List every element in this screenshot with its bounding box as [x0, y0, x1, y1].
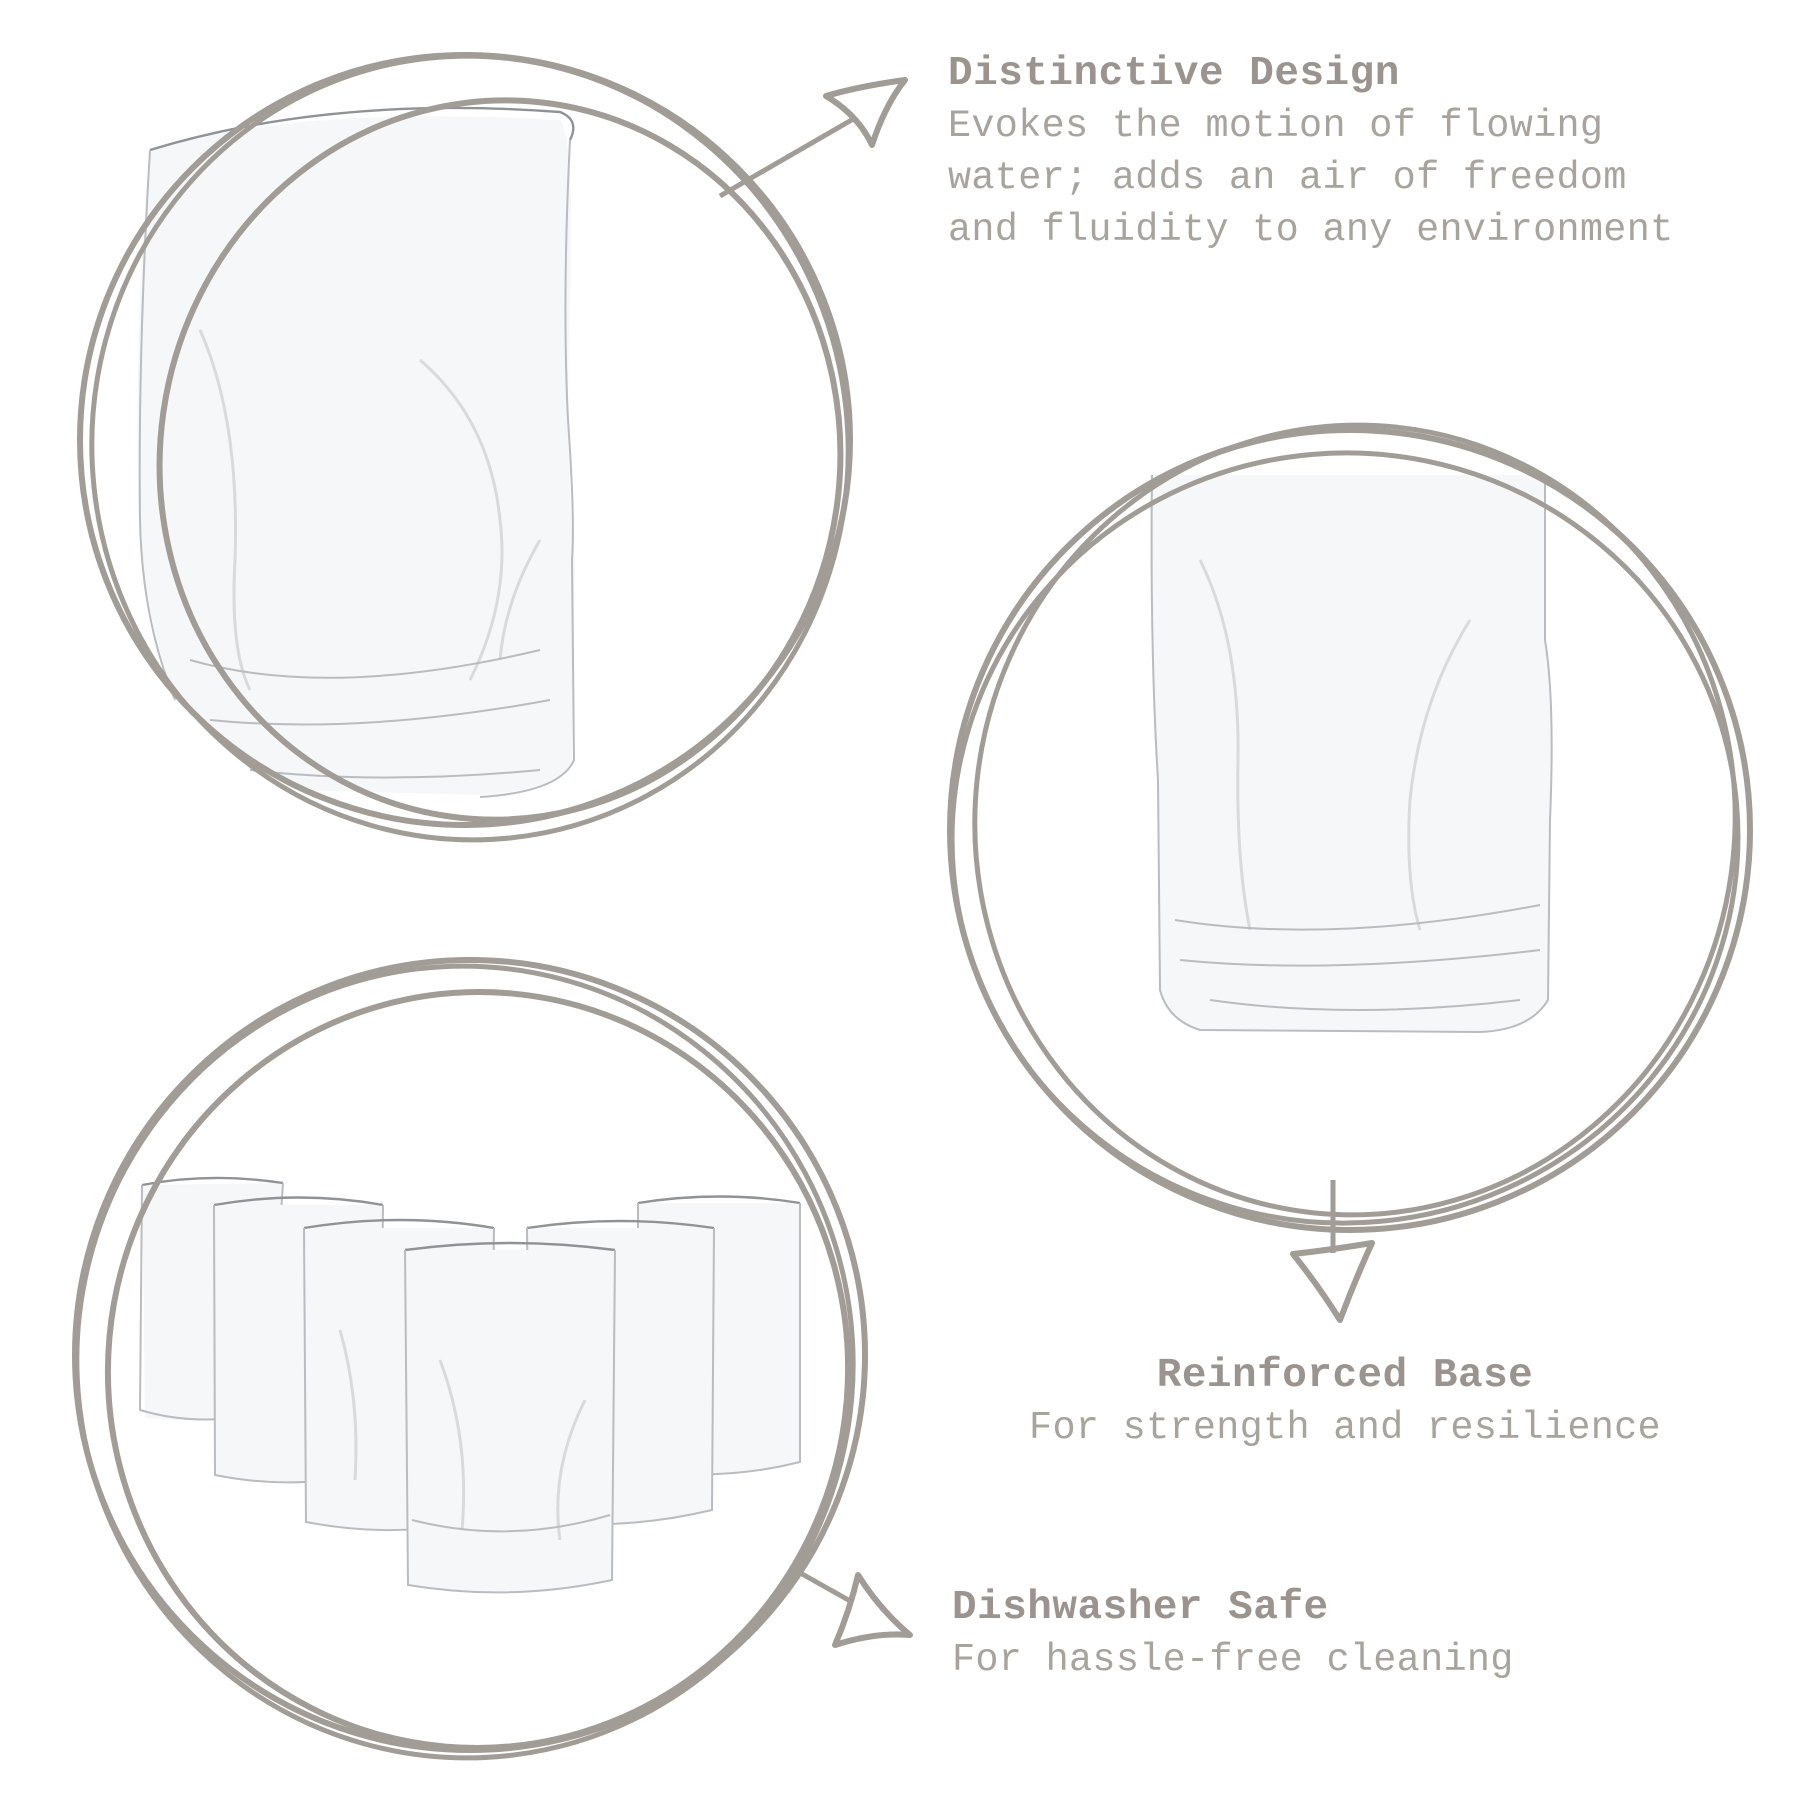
feature-description-line: For strength and resilience: [1029, 1406, 1661, 1450]
design-image-circle: [77, 52, 853, 843]
feature-title: Distinctive Design: [948, 51, 1400, 97]
feature-description-line: Evokes the motion of flowing: [948, 104, 1604, 148]
feature-title: Reinforced Base: [1156, 1353, 1534, 1399]
six-glasses-image: [138, 1176, 801, 1594]
arrow-up-right-icon: [718, 77, 908, 199]
feature-description-line: and fluidity to any environment: [948, 208, 1674, 252]
feature-dishwasher-safe: Dishwasher Safe For hassle-free cleaning: [952, 1582, 1514, 1686]
arrow-down-right-icon: [793, 1567, 913, 1648]
feature-description-line: water; adds an air of freedom: [948, 156, 1627, 200]
feature-description-line: For hassle-free cleaning: [952, 1638, 1514, 1682]
feature-distinctive-design: Distinctive Design Evokes the motion of …: [948, 48, 1674, 256]
set-image-circle: [72, 957, 868, 1761]
feature-title: Dishwasher Safe: [952, 1585, 1329, 1631]
single-glass-image: [137, 106, 576, 798]
feature-reinforced-base: Reinforced Base For strength and resilie…: [930, 1350, 1760, 1454]
base-image-circle: [947, 422, 1753, 1233]
glass-base-image: [1150, 474, 1553, 1034]
arrow-down-icon: [1290, 1180, 1375, 1323]
